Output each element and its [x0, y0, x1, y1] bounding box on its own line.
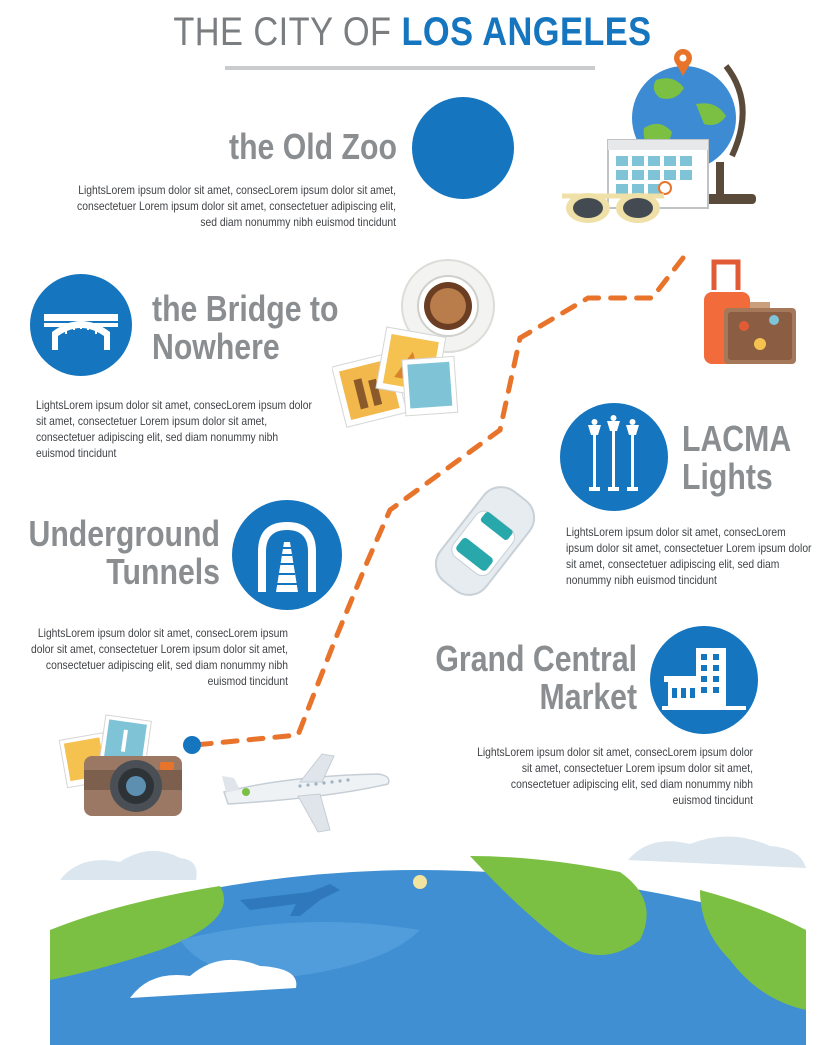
old-zoo-description: LightsLorem ipsum dolor sit amet, consec…	[77, 183, 397, 229]
airplane-icon	[222, 753, 390, 833]
coffee-cup-icon	[401, 259, 495, 353]
bridge-circle	[30, 274, 132, 376]
lacma-heading: LACMA Lights	[682, 418, 792, 497]
tunnels-description: LightsLorem ipsum dolor sit amet, consec…	[31, 626, 289, 688]
camera-icon	[58, 714, 182, 816]
tunnel-icon	[258, 522, 316, 592]
title-emphasis: LOS ANGELES	[401, 10, 652, 54]
lacma-circle	[560, 403, 668, 511]
globe-icon	[632, 49, 756, 204]
lacma-description: LightsLorem ipsum dolor sit amet, consec…	[566, 525, 812, 587]
market-description: LightsLorem ipsum dolor sit amet, consec…	[477, 745, 753, 807]
tunnels-heading: Underground Tunnels	[28, 513, 220, 592]
title-divider	[225, 66, 595, 70]
earth-icon	[50, 836, 806, 1045]
title-prefix: THE CITY OF	[173, 10, 392, 54]
lamp-posts-icon	[588, 415, 639, 491]
old-zoo-circle-icon	[412, 97, 514, 199]
market-heading: Grand Central Market	[435, 638, 637, 717]
sunglasses-icon	[562, 193, 664, 223]
page-title: THE CITY OF LOS ANGELES	[58, 10, 768, 55]
tunnels-circle	[232, 500, 342, 610]
photos-icon	[332, 326, 459, 428]
suitcase-icon	[704, 259, 796, 364]
old-zoo-heading: the Old Zoo	[229, 126, 397, 167]
car-icon	[434, 486, 536, 596]
bridge-heading: the Bridge to Nowhere	[152, 288, 339, 367]
bridge-description: LightsLorem ipsum dolor sit amet, consec…	[36, 398, 312, 460]
building-icon	[662, 648, 746, 710]
bridge-icon	[44, 314, 118, 350]
market-circle	[650, 626, 758, 734]
